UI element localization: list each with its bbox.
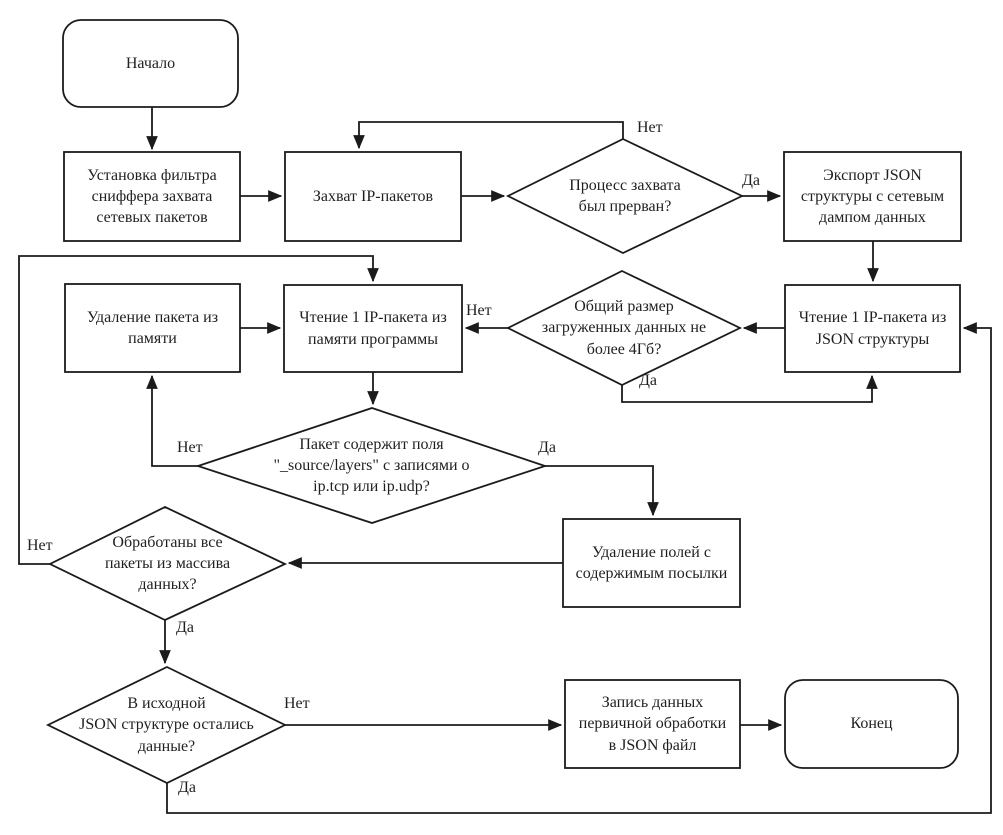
node-read-memory-shape [283,284,463,373]
node-capture-shape [284,151,462,242]
node-set-filter-shape [63,151,241,242]
node-end-shape [784,679,959,769]
node-interrupted-shape [505,137,745,255]
node-start-shape [62,19,239,108]
node-size-check-shape [505,269,743,387]
node-read-json-shape [784,284,961,373]
node-has-fields-shape [195,407,548,524]
edge-size-yes-to-read-json [621,374,878,403]
edge-interrupted-no-loop-to-capture [353,121,624,150]
node-export-json-shape [783,151,962,242]
node-json-remaining-shape [45,665,288,785]
edge-processed-no-loop-to-read-memory [18,255,379,565]
edge-fields-yes-to-delete-fields [545,465,659,517]
node-delete-fields-shape [562,518,741,608]
node-delete-packet-shape [64,283,241,373]
edge-remaining-yes-loop-to-read-json [166,322,992,814]
node-all-processed-shape [47,505,288,621]
node-write-json-shape [564,679,741,769]
edge-fields-no-to-delete-packet [146,374,198,467]
